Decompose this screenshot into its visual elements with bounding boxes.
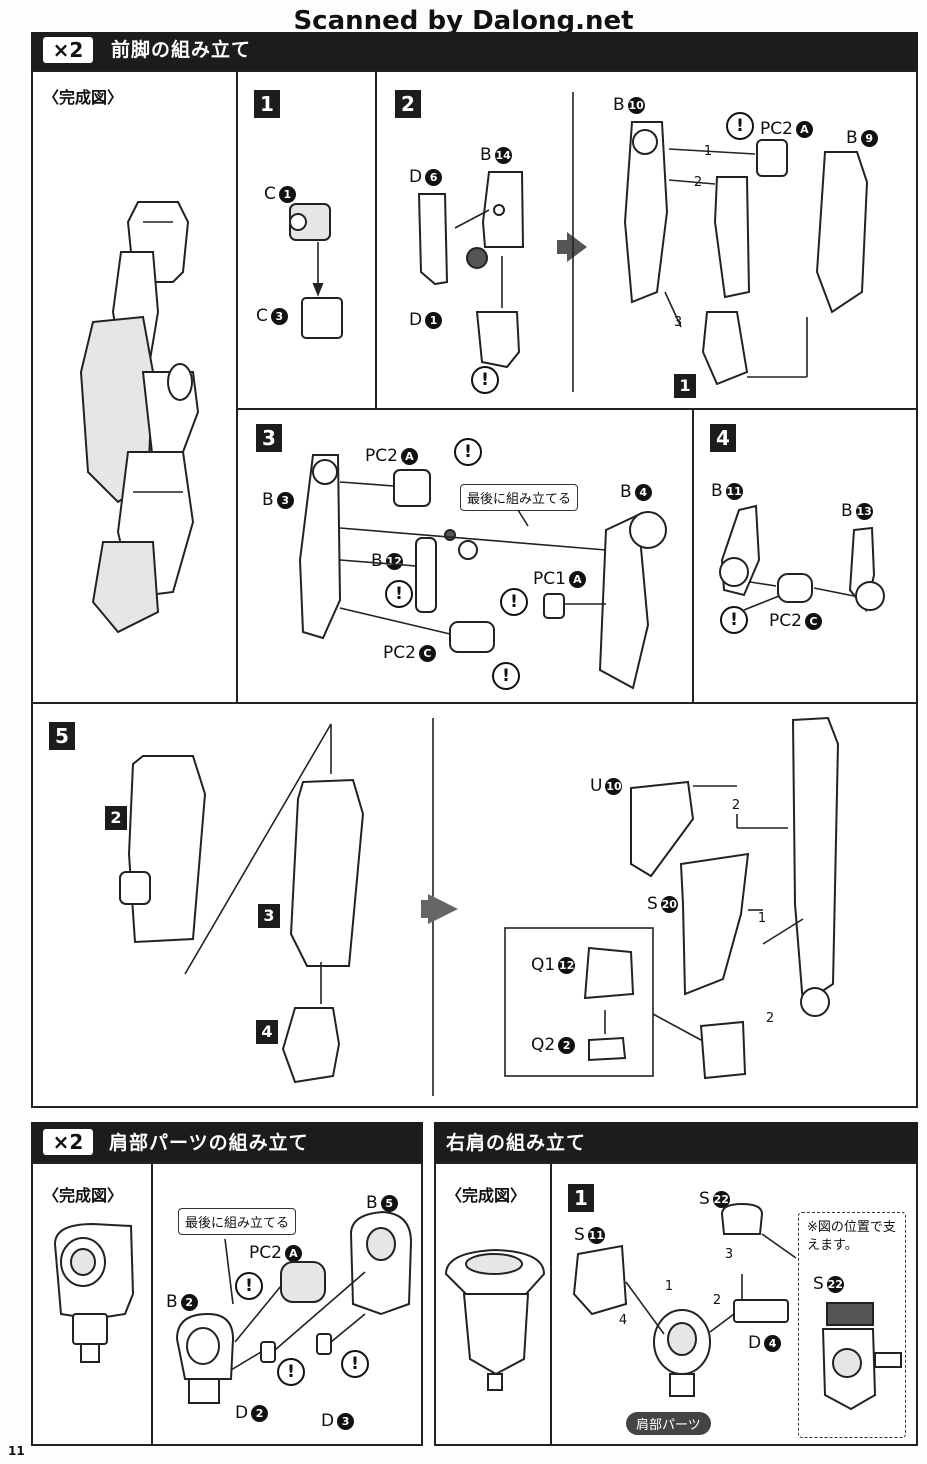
right-shoulder-illustration	[444, 1248, 546, 1391]
step-1-illustration	[289, 203, 343, 339]
completed-label: 〈完成図〉	[43, 88, 124, 107]
order-marker-3: 3	[724, 1247, 734, 1262]
order-marker-3: 3	[673, 315, 683, 330]
shoulder-completed-panel: 〈完成図〉	[31, 1162, 153, 1446]
completed-label: 〈完成図〉	[446, 1186, 527, 1205]
section-header-shoulder-parts: ×2 肩部パーツの組み立て	[31, 1122, 423, 1164]
caution-icon: !	[341, 1350, 369, 1378]
step-3-illustration	[298, 454, 667, 690]
order-marker-2: 2	[765, 1011, 775, 1026]
section-header-front-leg: ×2 前脚の組み立て	[31, 32, 918, 70]
step-number: 4	[710, 424, 736, 452]
caution-icon: !	[500, 588, 528, 616]
front-leg-assembly-illustration	[79, 201, 200, 634]
step-number: 3	[256, 424, 282, 452]
step-2-illustration	[417, 92, 869, 392]
section-header-right-shoulder: 右肩の組み立て	[434, 1122, 918, 1164]
caution-icon: !	[454, 438, 482, 466]
completed-view-panel: 〈完成図〉	[31, 70, 238, 704]
step-number: 5	[49, 722, 75, 750]
order-marker-2: 2	[731, 798, 741, 813]
section-title: 右肩の組み立て	[446, 1132, 587, 1154]
step-number: 2	[395, 90, 421, 118]
step-5-illustration	[119, 716, 840, 1096]
section-title: 肩部パーツの組み立て	[109, 1132, 309, 1154]
order-marker-4: 4	[618, 1313, 628, 1328]
section-title: 前脚の組み立て	[111, 39, 252, 61]
right-shoulder-completed-panel: 〈完成図〉	[434, 1162, 552, 1446]
watermark-text: Scanned by Dalong.net	[293, 6, 634, 36]
shoulder-part-illustration	[53, 1222, 135, 1363]
caution-icon: !	[726, 112, 754, 140]
caution-icon: !	[235, 1272, 263, 1300]
completed-label: 〈完成図〉	[43, 1186, 124, 1205]
reference-step-4: 4	[256, 1020, 278, 1044]
caution-icon: !	[471, 366, 499, 394]
support-note: ※図の位置で支えます。	[807, 1220, 896, 1253]
caution-icon: !	[492, 662, 520, 690]
reference-step-1: 1	[674, 374, 696, 398]
caution-icon: !	[385, 580, 413, 608]
assemble-last-note: 最後に組み立てる	[178, 1208, 297, 1235]
shoulder-parts-tag: 肩部パーツ	[626, 1412, 711, 1435]
multiplier-badge: ×2	[43, 37, 93, 63]
multiplier-badge: ×2	[43, 1129, 93, 1155]
assemble-last-note: 最後に組み立てる	[460, 484, 579, 511]
step-number: 1	[254, 90, 280, 118]
reference-step-3: 3	[258, 904, 280, 928]
right-shoulder-step-illustration	[572, 1202, 797, 1397]
caution-icon: !	[277, 1358, 305, 1386]
support-illustration	[821, 1302, 902, 1411]
caution-icon: !	[720, 606, 748, 634]
step-number: 1	[568, 1184, 594, 1212]
order-marker-2: 2	[712, 1293, 722, 1308]
shoulder-assembly-illustration	[175, 1210, 413, 1404]
page-number: 11	[8, 1444, 25, 1458]
reference-step-2: 2	[105, 806, 127, 830]
order-marker-1: 1	[664, 1279, 674, 1294]
order-marker-1: 1	[757, 911, 767, 926]
step-4-illustration	[719, 504, 885, 613]
